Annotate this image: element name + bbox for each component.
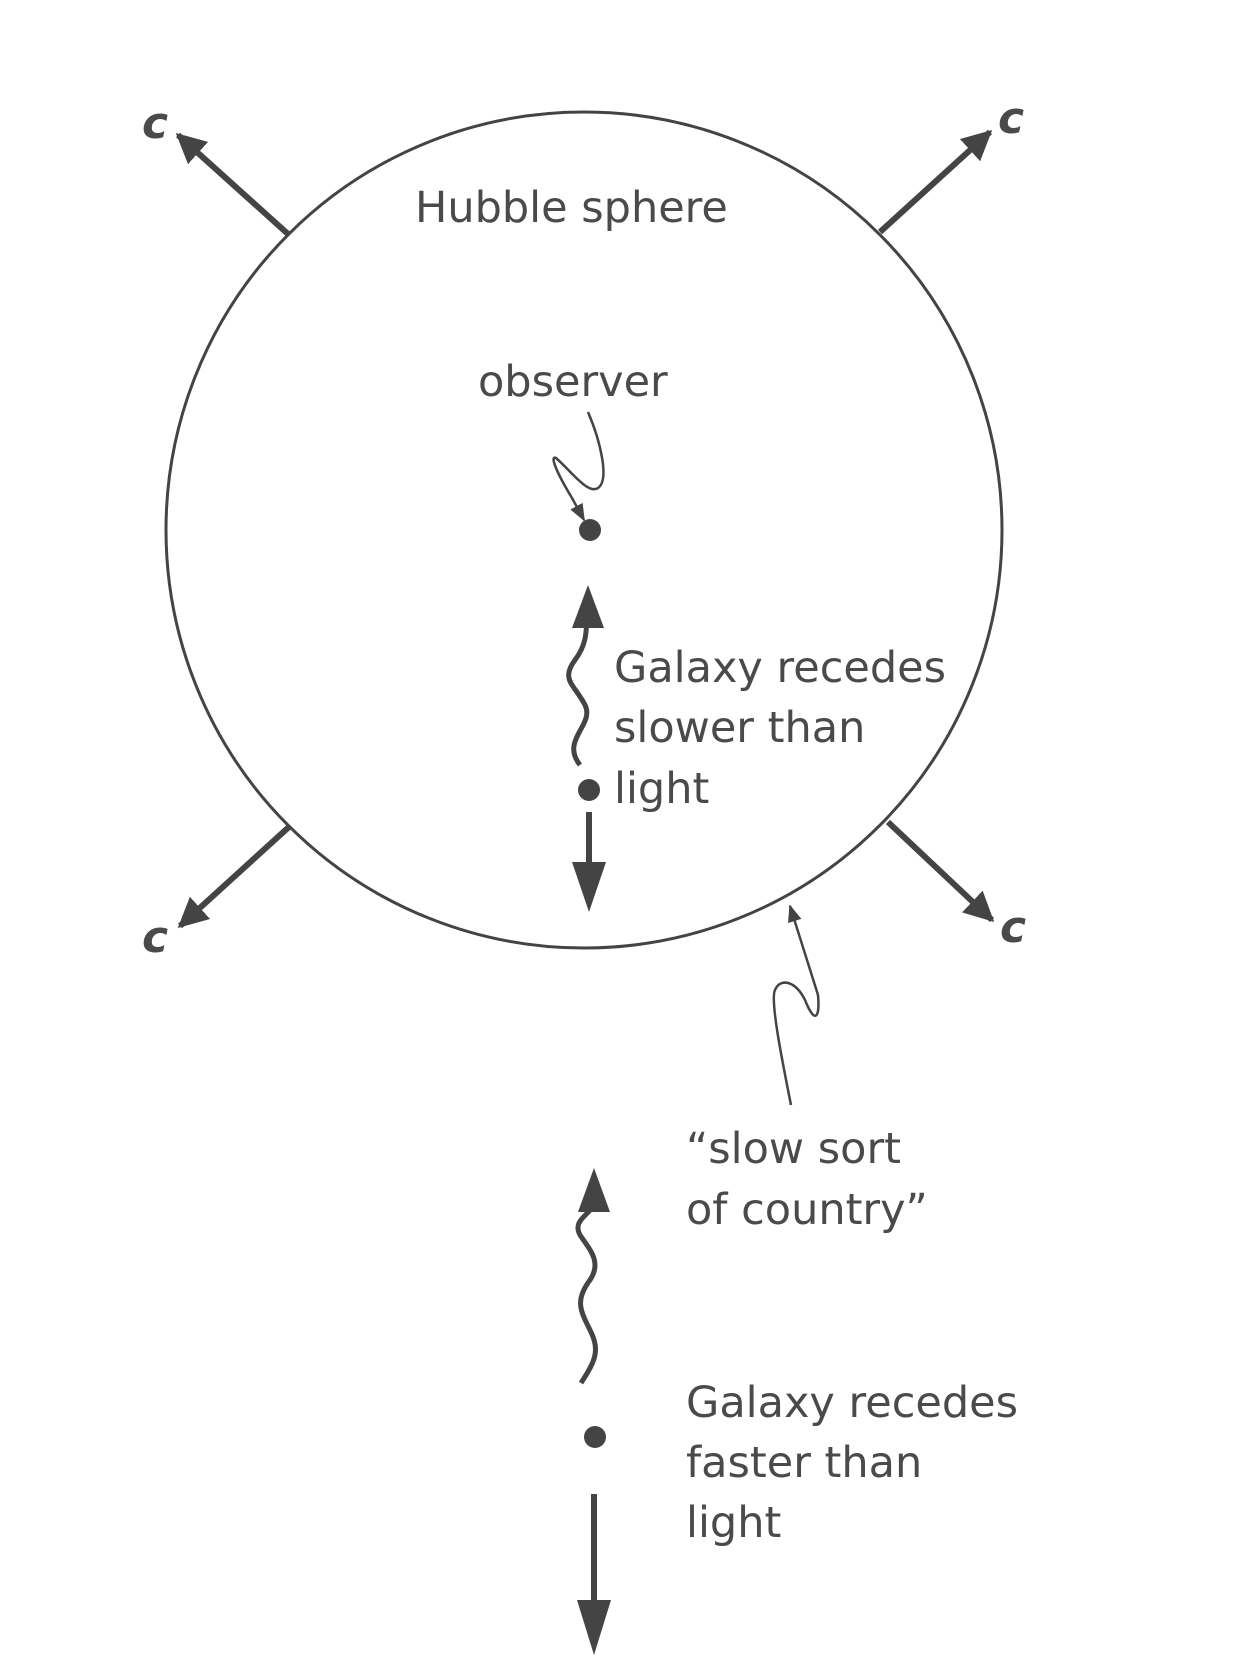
observer-label: observer	[478, 357, 668, 407]
outer-galaxy-label-line2: faster than	[686, 1438, 922, 1488]
boundary-label: “slow sort of country”	[686, 1124, 928, 1235]
observer-pointer	[552, 411, 605, 522]
hubble-sphere-label: Hubble sphere	[415, 183, 728, 233]
outer-galaxy-label-line3: light	[686, 1498, 781, 1548]
c-arrow-bottom-left	[177, 823, 293, 929]
boundary-label-line2: of country”	[686, 1185, 928, 1235]
c-label-top-right: c	[998, 93, 1024, 144]
outer-galaxy-dot	[584, 1426, 606, 1448]
c-arrow-top-right	[877, 129, 993, 235]
c-label-bottom-right: c	[1000, 902, 1026, 953]
inner-light-arrowhead	[572, 585, 604, 628]
outer-galaxy-motion-arrowhead	[577, 1600, 611, 1655]
inner-galaxy-label: Galaxy recedes slower than light	[614, 643, 960, 814]
inner-light-wave-arrow	[566, 604, 591, 767]
inner-galaxy-label-line3: light	[614, 764, 709, 814]
outer-galaxy-label-line1: Galaxy recedes	[686, 1378, 1018, 1428]
c-arrow-top-left	[175, 132, 291, 237]
outer-light-wave-arrow	[575, 1189, 598, 1385]
outer-galaxy-label: Galaxy recedes faster than light	[686, 1378, 1032, 1548]
observer-dot	[579, 519, 601, 541]
hubble-sphere-circle	[164, 110, 1004, 950]
boundary-label-line1: “slow sort	[686, 1124, 901, 1174]
outer-light-arrowhead	[578, 1168, 610, 1212]
inner-galaxy-label-line1: Galaxy recedes	[614, 643, 946, 693]
inner-galaxy-label-line2: slower than	[614, 703, 865, 753]
boundary-pointer	[772, 904, 820, 1106]
inner-galaxy-motion-arrowhead	[572, 862, 606, 912]
c-arrow-bottom-right	[885, 819, 995, 923]
c-label-top-left: c	[142, 98, 168, 149]
c-label-bottom-left: c	[142, 912, 168, 963]
inner-galaxy-dot	[578, 779, 600, 801]
